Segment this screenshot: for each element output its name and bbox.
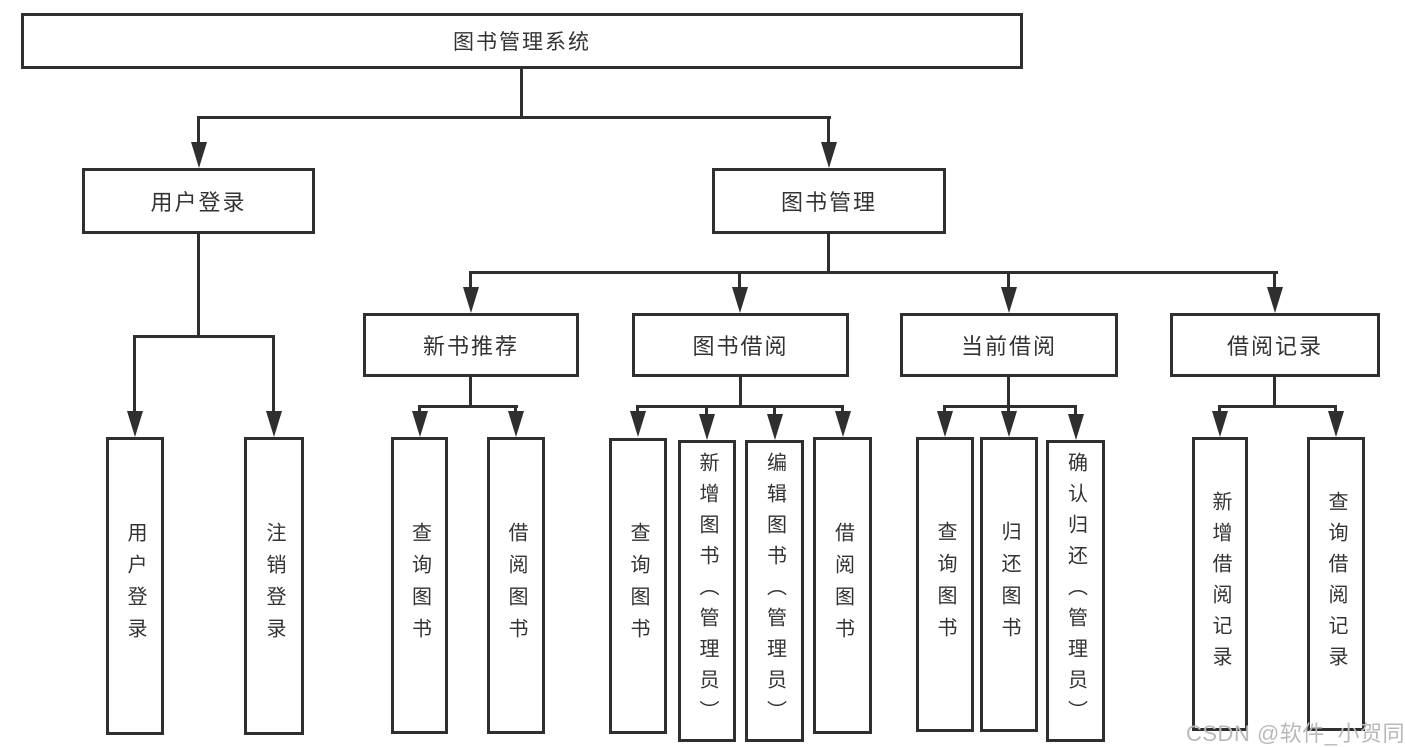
arrow-nbr-query-books (418, 405, 421, 411)
arrow-cb-return-book (1007, 405, 1010, 411)
node-root: 图书管理系统 (21, 13, 1023, 69)
arrow-bb-add-book (705, 405, 708, 414)
connector-book-management-stem (827, 233, 830, 274)
connector-new-book-recommend-rail (418, 405, 518, 408)
node-current-borrow-label: 当前借阅 (960, 334, 1057, 359)
leaf-confirm-return-admin-label: 确认归还（管理员） (1064, 451, 1087, 731)
node-book-borrow: 图书借阅 (632, 313, 849, 377)
connector-root-stem (520, 68, 523, 119)
arrow-br-query-record (1334, 405, 1337, 411)
arrow-cb-query-books (943, 405, 946, 411)
connector-borrow-records-rail (1219, 405, 1337, 408)
arrow-nbr-borrow-books (514, 405, 517, 411)
leaf-edit-book-admin: 编辑图书（管理员） (745, 440, 804, 742)
leaf-return-book-label: 归还图书 (998, 520, 1020, 649)
connector-borrow-records-stem (1273, 377, 1276, 407)
arrow-br-add-record (1218, 405, 1221, 411)
node-new-book-recommend-label: 新书推荐 (422, 334, 519, 359)
leaf-query-books-2: 查询图书 (609, 438, 667, 734)
node-new-book-recommend: 新书推荐 (363, 313, 579, 377)
leaf-query-books-3-label: 查询图书 (934, 520, 956, 649)
leaf-user-login: 用户登录 (106, 437, 164, 735)
arrow-bb-borrow-books (841, 405, 844, 411)
connector-book-borrow-stem (739, 377, 742, 407)
leaf-add-borrow-record: 新增借阅记录 (1192, 437, 1248, 731)
arrow-cb-confirm-return (1074, 405, 1077, 414)
leaf-query-books-1-label: 查询图书 (408, 521, 431, 650)
leaf-logout-label: 注销登录 (263, 522, 285, 650)
leaf-query-borrow-record: 查询借阅记录 (1307, 437, 1365, 731)
leaf-add-book-admin: 新增图书（管理员） (678, 440, 736, 742)
arrow-to-borrow-records (1273, 271, 1276, 287)
node-book-borrow-label: 图书借阅 (692, 334, 789, 359)
node-book-management-label: 图书管理 (780, 190, 877, 215)
arrow-to-user-login (197, 116, 200, 142)
leaf-query-books-2-label: 查询图书 (627, 522, 649, 650)
leaf-confirm-return-admin: 确认归还（管理员） (1046, 440, 1105, 742)
arrow-to-book-borrow (738, 271, 741, 287)
arrow-bb-query-books (636, 405, 639, 411)
arrow-to-leaf-user-login (133, 335, 136, 411)
connector-current-borrow-stem (1007, 377, 1010, 407)
connector-current-borrow-rail (944, 405, 1077, 408)
connector-book-management-rail (470, 271, 1278, 274)
arrow-to-current-borrow (1007, 271, 1010, 287)
connector-root-rail (197, 116, 831, 119)
leaf-return-book: 归还图书 (980, 437, 1038, 732)
leaf-add-borrow-record-label: 新增借阅记录 (1209, 491, 1231, 677)
leaf-borrow-books-1-label: 借阅图书 (505, 521, 527, 650)
arrow-bb-edit-book (773, 405, 776, 414)
leaf-borrow-books-1: 借阅图书 (487, 437, 545, 734)
arrow-to-book-management (827, 116, 830, 142)
arrow-to-new-book-recommend (469, 271, 472, 287)
leaf-add-book-admin-label: 新增图书（管理员） (696, 451, 718, 731)
leaf-query-books-3: 查询图书 (916, 437, 974, 732)
node-user-login-label: 用户登录 (150, 190, 247, 215)
leaf-borrow-books-2-label: 借阅图书 (831, 521, 854, 650)
connector-new-book-recommend-stem (469, 377, 472, 407)
arrow-to-leaf-logout (272, 335, 275, 411)
leaf-edit-book-admin-label: 编辑图书（管理员） (763, 451, 786, 731)
node-borrow-records-label: 借阅记录 (1226, 334, 1323, 359)
node-book-management: 图书管理 (712, 168, 946, 234)
leaf-query-borrow-record-label: 查询借阅记录 (1325, 491, 1347, 677)
connector-book-borrow-rail (636, 405, 843, 408)
connector-user-login-rail (133, 335, 275, 338)
node-user-login: 用户登录 (82, 168, 315, 234)
connector-user-login-stem (197, 233, 200, 338)
leaf-logout: 注销登录 (244, 437, 304, 735)
leaf-borrow-books-2: 借阅图书 (813, 437, 872, 734)
node-root-label: 图书管理系统 (453, 31, 591, 54)
node-borrow-records: 借阅记录 (1170, 313, 1380, 377)
csdn-watermark: CSDN @软件_小贺同学 (1186, 721, 1405, 746)
leaf-user-login-label: 用户登录 (124, 522, 146, 650)
leaf-query-books-1: 查询图书 (391, 437, 448, 734)
node-current-borrow: 当前借阅 (900, 313, 1118, 377)
